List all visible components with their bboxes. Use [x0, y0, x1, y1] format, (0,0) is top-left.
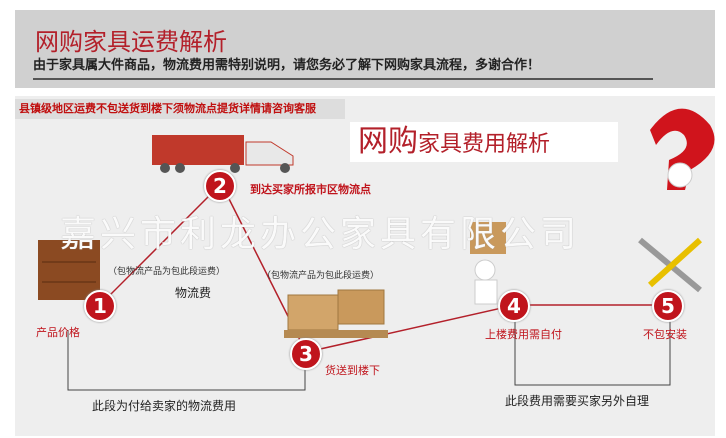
- step-3-badge: 3: [290, 338, 322, 370]
- tools-icon: [638, 237, 703, 293]
- header-banner: [15, 10, 715, 88]
- step-2-badge: 2: [204, 170, 236, 202]
- watermark: 嘉兴市利龙办公家具有限公司: [60, 214, 581, 255]
- divider: [33, 78, 653, 80]
- truck-icon: [152, 135, 294, 173]
- bracket-left-note: 此段为付给卖家的物流费用: [92, 399, 237, 413]
- question-mark-icon: [650, 108, 715, 190]
- boxes-icon: [284, 289, 388, 338]
- bracket-right-note: 此段费用需要买家另外自理: [505, 394, 650, 408]
- notice-text: 县镇级地区运费不包送货到楼下须物流点提货详情请咨询客服: [15, 99, 345, 119]
- step-5-badge: 5: [652, 290, 684, 322]
- page-subtitle: 由于家具属大件商品，物流费用需特别说明，请您务必了解下网购家具流程，多谢合作！: [33, 58, 541, 73]
- graphic-title: 网购家具费用解析: [350, 122, 618, 162]
- cabinet-icon: [38, 240, 100, 300]
- step-5-label: 不包安装: [643, 328, 687, 341]
- diag-right-note: （包物流产品为包此段运费）: [262, 271, 380, 281]
- step-1-label: 产品价格: [36, 326, 80, 339]
- page-title: 网购家具运费解析: [35, 28, 227, 56]
- arrive-note: 到达买家所报市区物流点: [250, 183, 371, 196]
- graphic-title-big: 网购: [358, 124, 418, 159]
- step-2-label: 物流费: [175, 286, 212, 300]
- step-4-badge: 4: [498, 290, 530, 322]
- graphic-title-rest: 家具费用解析: [418, 132, 551, 157]
- step-1-badge: 1: [84, 290, 116, 322]
- diag-left-note: （包物流产品为包此段运费）: [108, 267, 226, 277]
- person-carrying-icon: [470, 222, 506, 305]
- step-4-label: 上楼费用需自付: [485, 328, 562, 341]
- step-3-label: 货送到楼下: [325, 364, 380, 377]
